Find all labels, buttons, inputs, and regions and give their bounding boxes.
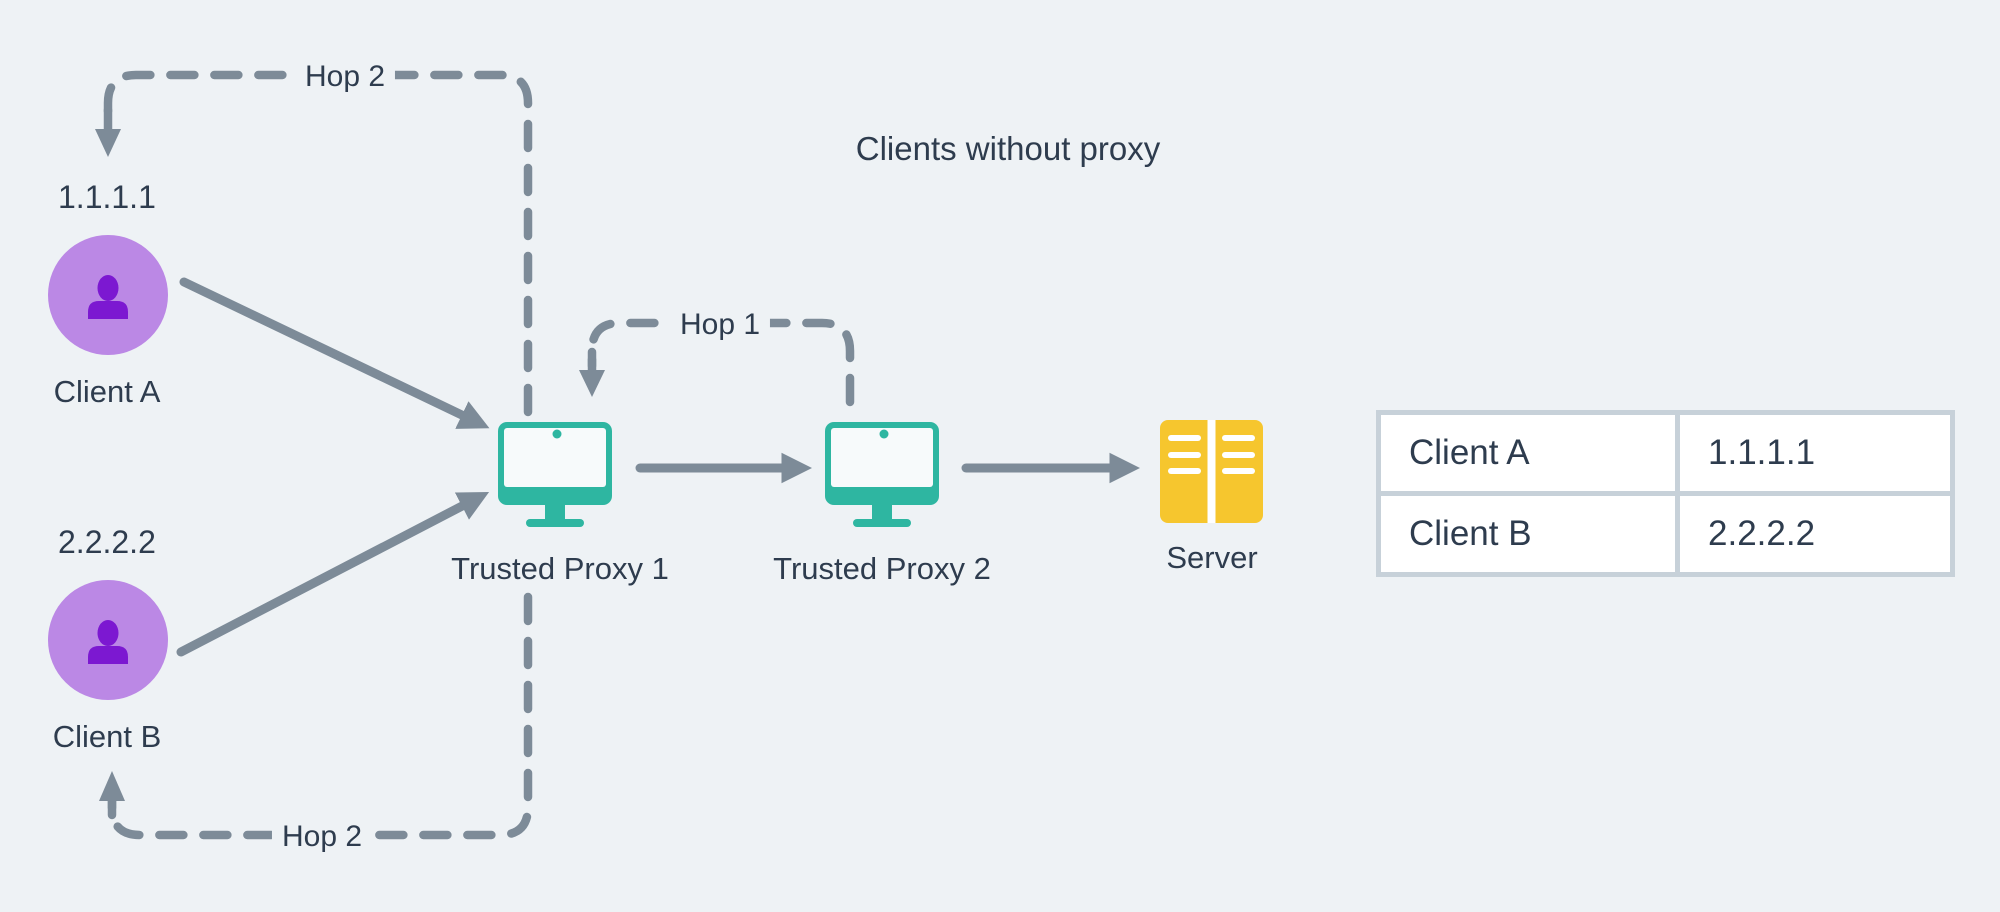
arrow-client-b-to-proxy1 xyxy=(176,492,490,657)
table-cell-ip: 2.2.2.2 xyxy=(1680,496,1950,572)
hop2-bottom-label: Hop 2 xyxy=(271,819,373,855)
proxy2-label: Trusted Proxy 2 xyxy=(773,551,991,586)
monitor-icon xyxy=(498,422,612,527)
client-a-label: Client A xyxy=(53,374,161,409)
proxy1-label: Trusted Proxy 1 xyxy=(451,551,669,586)
client-a-avatar xyxy=(48,235,168,355)
client-b-ip: 2.2.2.2 xyxy=(58,524,156,560)
hop2-bottom-dashed-path xyxy=(99,592,533,840)
server-label: Server xyxy=(1166,540,1258,575)
page-title: Clients without proxy xyxy=(855,130,1161,167)
monitor-icon xyxy=(825,422,939,527)
client-b-label: Client B xyxy=(52,719,162,754)
table-cell-ip: 1.1.1.1 xyxy=(1680,415,1950,491)
arrow-client-a-to-proxy1 xyxy=(179,277,490,429)
hop2-top-label: Hop 2 xyxy=(294,59,396,95)
user-icon xyxy=(48,235,168,355)
user-icon xyxy=(48,580,168,700)
client-a-ip: 1.1.1.1 xyxy=(58,179,156,215)
client-b-avatar xyxy=(48,580,168,700)
proxy2-node xyxy=(825,422,939,527)
proxy1-node xyxy=(498,422,612,527)
table-cell-client: Client A xyxy=(1381,415,1675,491)
client-ip-table: Client A 1.1.1.1 Client B 2.2.2.2 xyxy=(1376,410,1955,577)
hop1-label: Hop 1 xyxy=(669,307,771,343)
table-cell-client: Client B xyxy=(1381,496,1675,572)
arrowhead-down-icon xyxy=(579,370,605,397)
server-rack-icon xyxy=(1160,420,1263,523)
arrowhead-up-icon xyxy=(99,771,125,801)
arrowhead-down-icon xyxy=(95,129,121,157)
server-node xyxy=(1160,420,1263,523)
